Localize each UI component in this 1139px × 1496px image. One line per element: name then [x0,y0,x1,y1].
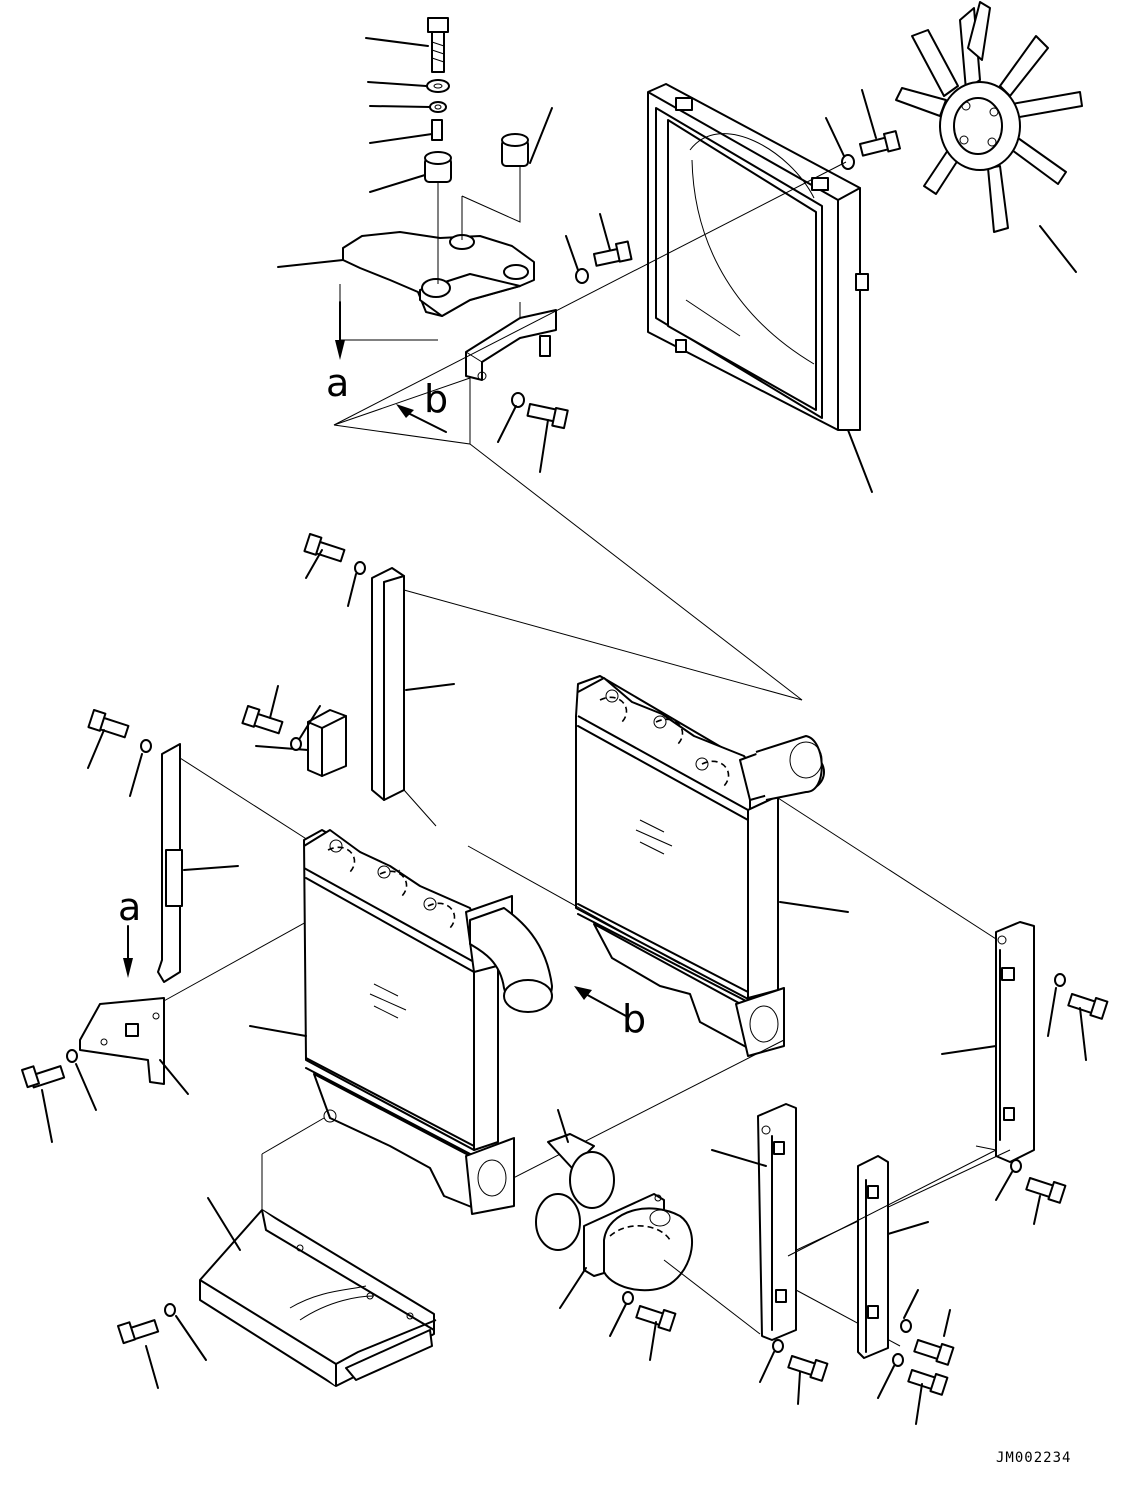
top-rubber-mount-right [502,134,528,166]
right-lower-bolt [996,1160,1065,1224]
top-washer-2 [430,102,446,112]
brace-bolt-lower-a [760,1340,827,1404]
intake-elbow [560,1194,760,1334]
top-rubber-mount-left [425,152,451,182]
bottom-support-tray [200,1118,436,1386]
tray-bolt [118,1304,206,1388]
view-label-a-lower: a [118,885,141,929]
top-washer-1 [427,80,449,92]
top-bolt [428,18,448,72]
view-arrow-b-top: b [396,377,448,432]
construction-lines-long [334,162,846,700]
radiator-front [250,830,680,1214]
drawing-code: JM002234 [996,1450,1071,1466]
right-upper-bolt [1048,974,1107,1060]
fan-bolt [826,90,900,169]
brace-bolt-lower-b [901,1290,953,1365]
view-label-a-top: a [326,361,349,405]
bracket-bolt-lower [498,393,568,472]
left-brace-bolt [88,710,151,796]
view-label-b-lower: b [622,997,646,1041]
brace-bolt-lower-c [878,1354,947,1424]
bracket-bolt-upper [566,214,631,283]
brace-upper-left [372,568,802,826]
brace-left-vertical [158,744,400,1002]
radiator-rear [470,676,1010,1200]
top-mount-bracket [343,232,556,380]
view-arrow-a-top: a [326,302,349,405]
view-label-b-top: b [424,377,448,421]
brace-bolt-upper [304,534,365,606]
brace-center-right [712,1104,900,1346]
view-arrow-b-lower: b [574,986,646,1041]
brace-right-upper [788,922,1034,1254]
view-arrow-a-lower: a [118,885,141,978]
left-foot-bolt [22,1050,96,1142]
fan-shroud [648,84,872,492]
left-foot-bracket [80,998,188,1094]
top-collar [432,120,442,140]
gaskets [536,1110,614,1250]
elbow-bolt [610,1292,675,1360]
leader-lines-top-left [278,38,552,267]
brace-right-lower [788,1150,996,1358]
block-bolt [242,686,320,750]
cooling-fan [896,2,1082,272]
